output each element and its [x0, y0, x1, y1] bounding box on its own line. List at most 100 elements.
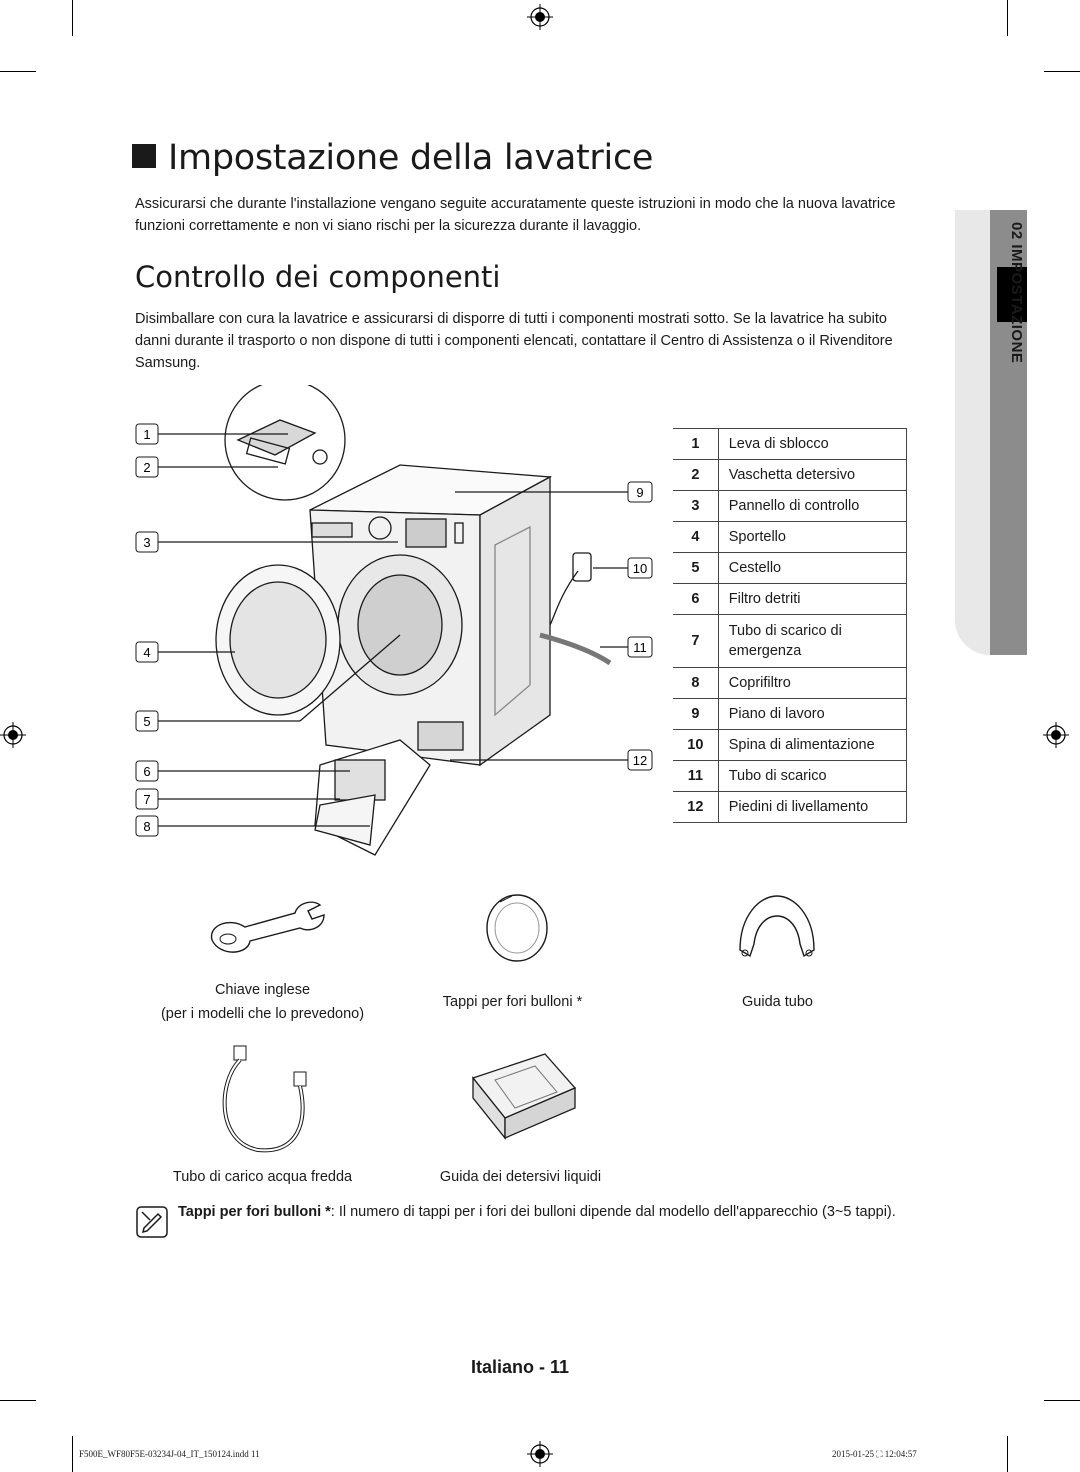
svg-text:10: 10 [633, 561, 647, 576]
callout-2: 2 [135, 456, 159, 478]
callout-8: 8 [135, 815, 159, 837]
callout-1: 1 [135, 423, 159, 445]
bolt-cap-icon [486, 894, 548, 962]
part-number: 6 [673, 583, 719, 615]
part-label: Pannello di controllo [718, 490, 908, 522]
crop-mark [1007, 1436, 1008, 1472]
part-label: Filtro detriti [718, 583, 908, 615]
part-label: Spina di alimentazione [718, 729, 908, 761]
part-label: Piedini di livellamento [718, 791, 908, 823]
water-hose-label: Tubo di carico acqua fredda [172, 1169, 353, 1185]
callout-7: 7 [135, 788, 159, 810]
part-number: 5 [673, 552, 719, 584]
registration-mark-icon [527, 1441, 553, 1467]
chapter-tab [955, 210, 1027, 655]
wrench-note: (per i modelli che lo prevedono) [160, 1006, 365, 1022]
svg-text:4: 4 [143, 645, 150, 660]
note-body: : Il numero di tappi per i fori dei bull… [330, 1204, 896, 1220]
page-title-text: Impostazione della lavatrice [168, 138, 654, 178]
note-icon [136, 1206, 168, 1238]
crop-mark [0, 1400, 36, 1401]
page-title: Impostazione della lavatrice [132, 138, 653, 178]
callout-4: 4 [135, 641, 159, 663]
part-number: 2 [673, 459, 719, 491]
svg-text:12: 12 [633, 753, 647, 768]
part-number: 3 [673, 490, 719, 522]
registration-mark-icon [0, 722, 26, 748]
intro-paragraph: Assicurarsi che durante l'installazione … [135, 196, 896, 234]
part-label: Tubo di scarico [718, 760, 908, 792]
crop-mark [72, 0, 73, 36]
callout-3: 3 [135, 531, 159, 553]
part-number: 1 [673, 428, 719, 460]
registration-mark-icon [1043, 722, 1069, 748]
part-number: 8 [673, 667, 719, 699]
part-number: 10 [673, 729, 719, 761]
part-label: Leva di sblocco [718, 428, 908, 460]
callout-12: 12 [627, 749, 653, 771]
callout-9: 9 [627, 481, 653, 503]
part-label: Coprifiltro [718, 667, 908, 699]
svg-text:3: 3 [143, 535, 150, 550]
part-label: Tubo di scarico di emergenza [718, 614, 908, 668]
callout-10: 10 [627, 557, 653, 579]
callout-6: 6 [135, 760, 159, 782]
svg-text:11: 11 [633, 640, 647, 655]
part-number: 9 [673, 698, 719, 730]
print-slug-right: 2015-01-25 ⛶ 12:04:57 [832, 1449, 917, 1459]
svg-text:6: 6 [143, 764, 150, 779]
wrench-icon [210, 901, 325, 953]
section-paragraph: Disimballare con cura la lavatrice e ass… [135, 311, 893, 371]
svg-text:7: 7 [143, 792, 150, 807]
chapter-tab-label: 02 IMPOSTAZIONE [1008, 222, 1025, 364]
part-label: Vaschetta detersivo [718, 459, 908, 491]
water-hose-icon [222, 1045, 307, 1153]
section-title: Controllo dei componenti [135, 260, 501, 294]
svg-text:2: 2 [143, 460, 150, 475]
crop-mark [1044, 71, 1080, 72]
registration-mark-icon [527, 4, 553, 30]
crop-mark [72, 1436, 73, 1472]
part-number: 7 [673, 614, 719, 668]
square-bullet-icon [132, 144, 156, 168]
part-label: Piano di lavoro [718, 698, 908, 730]
crop-mark [1007, 0, 1008, 36]
print-slug-left: F500E_WF80F5E-03234J-04_IT_150124.indd 1… [79, 1449, 260, 1459]
part-number: 4 [673, 521, 719, 553]
hose-guide-icon [739, 895, 815, 958]
callout-11: 11 [627, 636, 653, 658]
note-text: Tappi per fori bulloni *: Il numero di t… [178, 1201, 898, 1224]
crop-mark [0, 71, 36, 72]
part-number: 12 [673, 791, 719, 823]
bolt-caps-label: Tappi per fori bulloni * [442, 994, 583, 1010]
liquid-detergent-drawer-icon [471, 1053, 577, 1140]
page-footer: Italiano - 11 [471, 1357, 570, 1377]
part-label: Cestello [718, 552, 908, 584]
note-bold: Tappi per fori bulloni * [178, 1204, 331, 1220]
svg-text:1: 1 [143, 427, 150, 442]
callout-numbers: 1 2 3 4 5 6 7 8 9 10 11 12 [135, 423, 653, 837]
part-number: 11 [673, 760, 719, 792]
crop-mark [1044, 1400, 1080, 1401]
callout-5: 5 [135, 710, 159, 732]
liquid-detergent-label: Guida dei detersivi liquidi [439, 1169, 602, 1185]
wrench-label: Chiave inglese [214, 982, 311, 998]
hose-guide-label: Guida tubo [742, 994, 813, 1010]
part-label: Sportello [718, 521, 908, 553]
washing-machine-diagram: 1 2 3 4 5 6 7 8 9 10 11 12 [135, 385, 653, 856]
svg-text:5: 5 [143, 714, 150, 729]
svg-text:8: 8 [143, 819, 150, 834]
